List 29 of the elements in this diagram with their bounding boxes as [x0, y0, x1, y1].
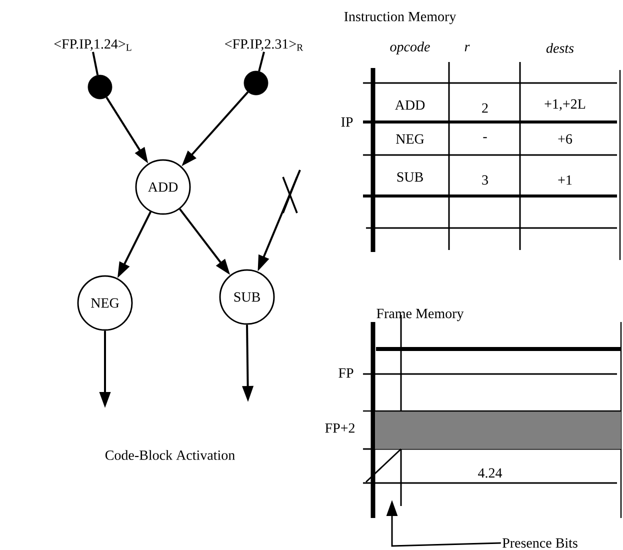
table-cell: NEG — [396, 134, 424, 144]
instruction-node: SUB — [219, 269, 275, 325]
instruction-node: ADD — [135, 159, 191, 215]
table-cell: 2 — [482, 103, 488, 113]
token-label: <FP.IP,1.24>$_{L}$ — [54, 39, 132, 51]
table-cell: +1,+2L — [544, 99, 586, 111]
column-header: opcode — [390, 42, 430, 54]
table-cell: +6 — [558, 134, 572, 144]
table-cell: SUB — [397, 172, 423, 182]
caption: Code-Block Activation — [105, 450, 235, 460]
column-header: dests — [546, 43, 574, 53]
instruction-node: NEG — [77, 275, 133, 331]
table-cell: +1 — [558, 175, 572, 185]
token-line — [92, 52, 99, 76]
column-header: r — [464, 44, 470, 52]
token-dot — [88, 74, 112, 100]
table-cell: 3 — [482, 175, 488, 185]
callout-label: Presence Bits — [502, 538, 578, 548]
token-label: <FP.IP,2.31>$_{R}$ — [225, 39, 304, 51]
pointer-label: IP — [341, 117, 353, 127]
section-title: Instruction Memory — [344, 12, 456, 24]
table-cell: ADD — [394, 100, 425, 110]
table-cell: 4.24 — [478, 468, 502, 478]
pointer-label: FP — [338, 368, 354, 378]
token-dot — [244, 70, 268, 96]
token-line — [258, 52, 265, 72]
pointer-label: FP+2 — [325, 423, 354, 433]
table-cell: - — [483, 137, 487, 138]
section-title: Frame Memory — [376, 308, 464, 322]
